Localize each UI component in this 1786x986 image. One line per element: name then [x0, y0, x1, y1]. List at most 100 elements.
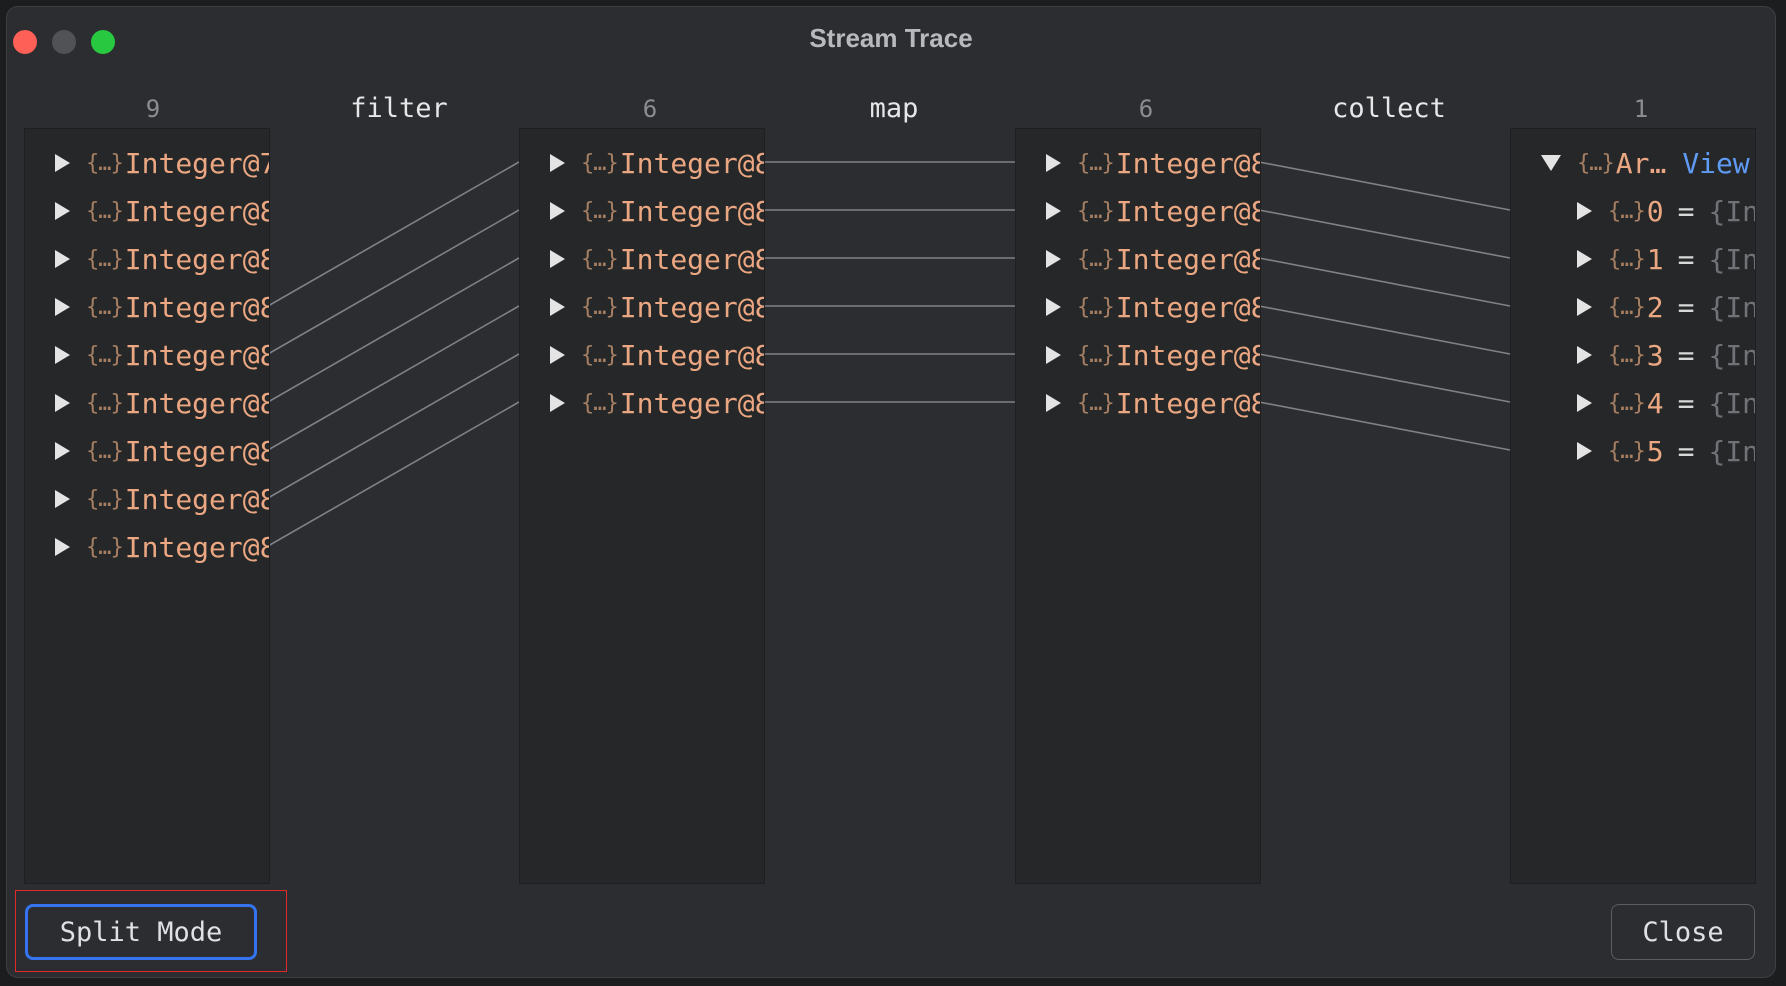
object-braces-icon: {…} — [1608, 198, 1646, 224]
list-item[interactable]: {…}Integer@8 — [55, 527, 269, 567]
item-label: Integer@8 — [1115, 194, 1261, 228]
expand-triangle-icon[interactable] — [55, 154, 70, 172]
list-item[interactable]: {…}Integer@8 — [55, 479, 269, 519]
list-item[interactable]: {…}Integer@8 — [1046, 335, 1260, 375]
list-item[interactable]: {…}Integer@8 — [550, 383, 765, 423]
connection-lines — [267, 161, 1511, 547]
split-mode-highlight — [15, 890, 287, 972]
object-braces-icon: {…} — [581, 390, 619, 416]
expand-triangle-icon[interactable] — [550, 202, 565, 220]
expand-triangle-icon[interactable] — [1577, 394, 1592, 412]
item-label: Integer@8 — [1115, 290, 1261, 324]
expand-triangle-icon[interactable] — [1046, 250, 1061, 268]
view-link[interactable]: View — [1682, 146, 1750, 180]
object-braces-icon: {…} — [86, 390, 124, 416]
list-child-item[interactable]: {…}0={In — [1577, 191, 1755, 231]
result-list-label: Ar… — [1615, 146, 1667, 180]
column-count-4: 1 — [1633, 95, 1649, 123]
list-child-item[interactable]: {…}4={In — [1577, 383, 1756, 423]
list-item[interactable]: {…}Integer@8 — [1046, 239, 1260, 279]
expand-triangle-icon[interactable] — [55, 250, 70, 268]
result-list-row[interactable]: {…} Ar… View — [1541, 143, 1750, 183]
expand-triangle-icon[interactable] — [55, 346, 70, 364]
expand-triangle-icon[interactable] — [550, 298, 565, 316]
item-label: Integer@7 — [124, 146, 270, 180]
collect-result-column[interactable]: {…} Ar… View {…}0={In{…}1={In{…}2={In{…}… — [1510, 128, 1756, 884]
item-label: Integer@8 — [124, 386, 270, 420]
item-label: Integer@8 — [124, 194, 270, 228]
object-braces-icon: {…} — [86, 246, 124, 272]
column-count-3: 6 — [1138, 95, 1154, 123]
operation-map: map — [869, 93, 919, 124]
child-value: {In — [1708, 338, 1756, 372]
list-item[interactable]: {…}Integer@8 — [1046, 191, 1261, 231]
item-label: Integer@8 — [124, 338, 270, 372]
expand-triangle-icon[interactable] — [1577, 346, 1592, 364]
object-braces-icon: {…} — [581, 246, 619, 272]
expand-triangle-icon[interactable] — [1577, 442, 1592, 460]
child-index: 3 — [1646, 338, 1664, 372]
list-child-item[interactable]: {…}1={In — [1577, 239, 1755, 279]
list-child-item[interactable]: {…}2={In — [1577, 287, 1755, 327]
expand-triangle-icon[interactable] — [550, 346, 565, 364]
close-window-icon[interactable] — [13, 30, 37, 54]
list-item[interactable]: {…}Integer@8 — [55, 239, 269, 279]
list-child-item[interactable]: {…}5={In — [1577, 431, 1755, 471]
expand-triangle-icon[interactable] — [55, 298, 70, 316]
minimize-window-icon[interactable] — [52, 30, 76, 54]
expand-triangle-icon[interactable] — [550, 154, 565, 172]
list-item[interactable]: {…}Integer@8 — [550, 335, 765, 375]
expand-triangle-icon[interactable] — [550, 250, 565, 268]
list-item[interactable]: {…}Integer@8 — [55, 431, 269, 471]
list-item[interactable]: {…}Integer@8 — [550, 143, 764, 183]
list-item[interactable]: {…}Integer@8 — [55, 287, 269, 327]
expand-triangle-icon[interactable] — [1577, 298, 1592, 316]
equals-sign: = — [1677, 338, 1695, 372]
close-button[interactable]: Close — [1611, 904, 1755, 960]
item-label: Integer@8 — [619, 242, 765, 276]
expand-triangle-icon[interactable] — [1046, 298, 1061, 316]
expand-triangle-icon[interactable] — [1577, 250, 1592, 268]
source-column[interactable]: {…}Integer@7{…}Integer@8{…}Integer@8{…}I… — [24, 128, 270, 884]
expand-triangle-icon[interactable] — [550, 394, 565, 412]
list-item[interactable]: {…}Integer@8 — [550, 239, 765, 279]
equals-sign: = — [1677, 434, 1695, 468]
list-item[interactable]: {…}Integer@8 — [55, 335, 270, 375]
collapse-triangle-icon[interactable] — [1541, 155, 1561, 171]
expand-triangle-icon[interactable] — [55, 394, 70, 412]
list-item[interactable]: {…}Integer@8 — [1046, 287, 1261, 327]
expand-triangle-icon[interactable] — [1046, 394, 1061, 412]
list-item[interactable]: {…}Integer@8 — [55, 383, 270, 423]
list-item[interactable]: {…}Integer@8 — [550, 287, 765, 327]
child-index: 2 — [1646, 290, 1664, 324]
object-braces-icon: {…} — [1608, 438, 1646, 464]
expand-triangle-icon[interactable] — [55, 538, 70, 556]
item-label: Integer@8 — [619, 338, 765, 372]
object-braces-icon: {…} — [86, 150, 124, 176]
child-value: {In — [1708, 386, 1756, 420]
list-item[interactable]: {…}Integer@8 — [1046, 383, 1261, 423]
object-braces-icon: {…} — [1608, 342, 1646, 368]
list-item[interactable]: {…}Integer@8 — [55, 191, 270, 231]
filter-result-column[interactable]: {…}Integer@8{…}Integer@8{…}Integer@8{…}I… — [519, 128, 765, 884]
expand-triangle-icon[interactable] — [1046, 154, 1061, 172]
expand-triangle-icon[interactable] — [55, 490, 70, 508]
list-item[interactable]: {…}Integer@8 — [550, 191, 764, 231]
item-label: Integer@8 — [1115, 386, 1261, 420]
maximize-window-icon[interactable] — [91, 30, 115, 54]
expand-triangle-icon[interactable] — [1046, 346, 1061, 364]
list-item[interactable]: {…}Integer@8 — [1046, 143, 1260, 183]
map-result-column[interactable]: {…}Integer@8 {…}Integer@8 {…}Integer@8 {…}I… — [1015, 128, 1261, 884]
stream-trace-window: Stream Trace 9 6 6 1 filter map collect — [6, 6, 1776, 978]
expand-triangle-icon[interactable] — [55, 202, 70, 220]
expand-triangle-icon[interactable] — [1046, 202, 1061, 220]
expand-triangle-icon[interactable] — [55, 442, 70, 460]
expand-triangle-icon[interactable] — [1577, 202, 1592, 220]
list-item[interactable]: {…}Integer@7 — [55, 143, 270, 183]
item-label: Integer@8 — [619, 386, 765, 420]
object-braces-icon: {…} — [86, 486, 124, 512]
list-child-item[interactable]: {…}3 = {In — [1577, 335, 1756, 375]
item-label: Integer@8 — [619, 290, 765, 324]
split-mode-button[interactable]: Split Mode — [25, 904, 257, 960]
child-index: 0 — [1646, 194, 1664, 228]
